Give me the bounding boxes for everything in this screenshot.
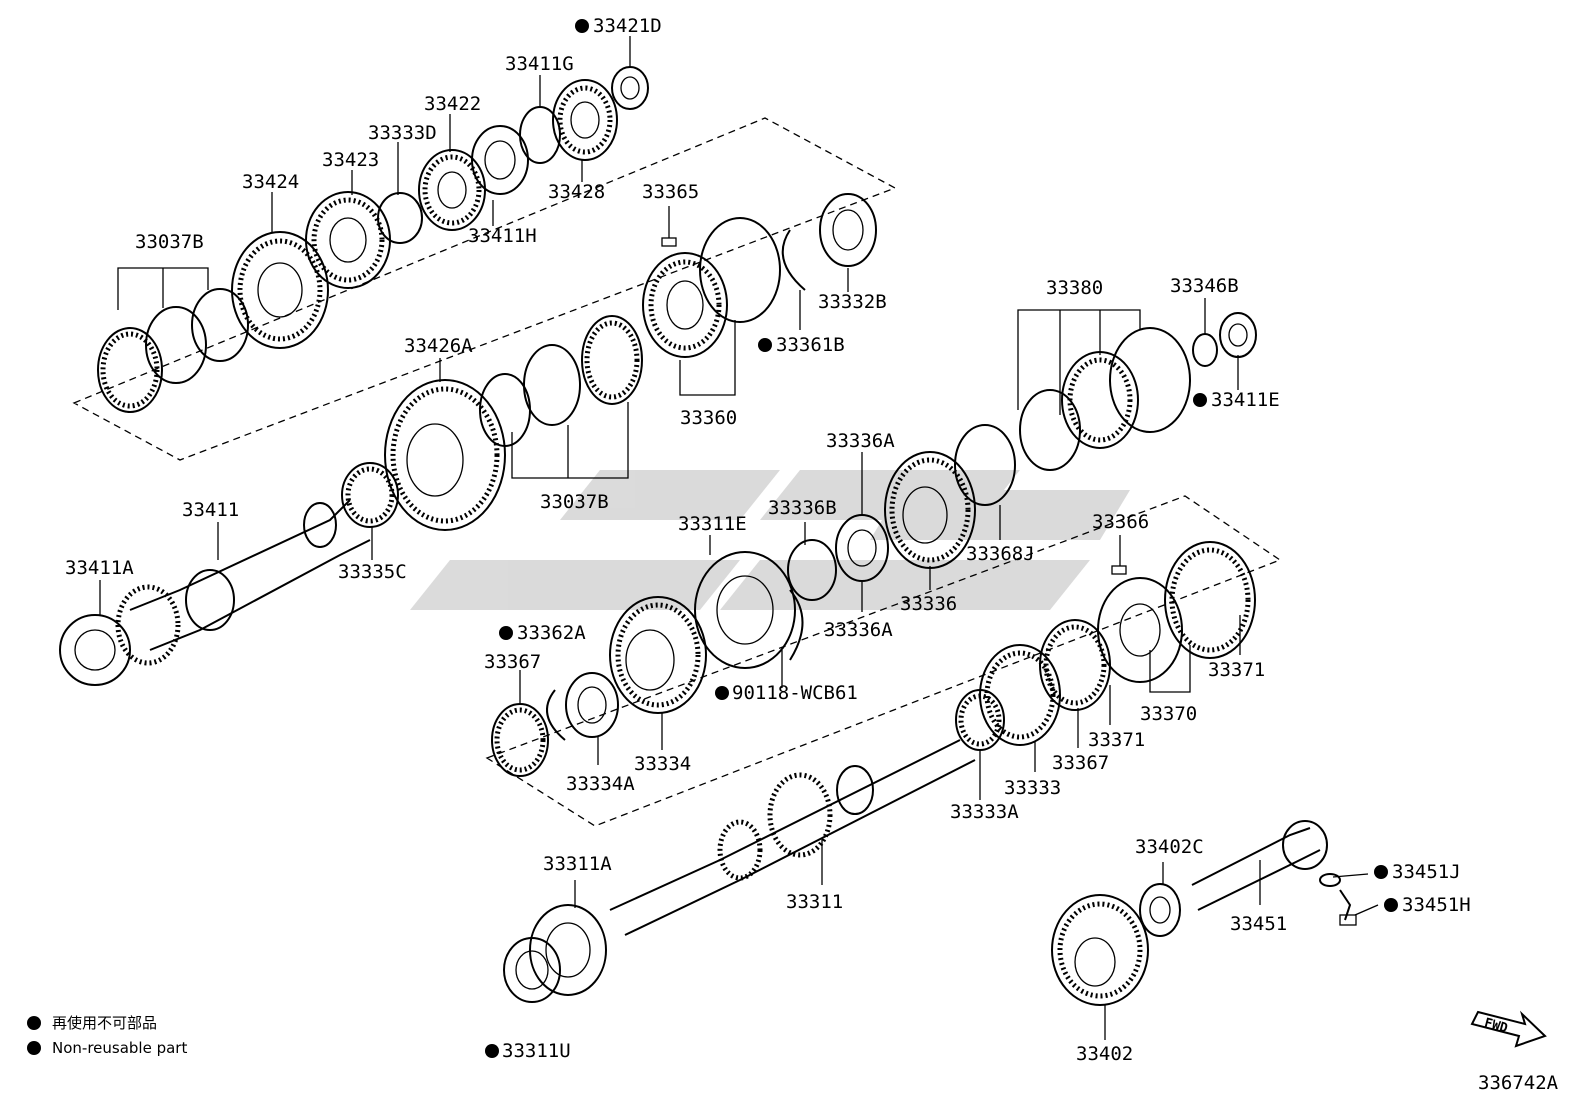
label-33311E: 33311E	[678, 513, 747, 535]
input-shaft-33411	[115, 499, 371, 666]
label-33333D: 33333D	[368, 122, 437, 144]
label-33371-mid: 33371	[1088, 729, 1145, 751]
reverse-idler-gear-33402	[1051, 894, 1149, 1006]
bearing-33411A	[59, 614, 131, 686]
label-33367-left: 33367	[484, 651, 541, 673]
label-33333: 33333	[1004, 777, 1061, 799]
needle-bearing-33334A	[565, 672, 619, 738]
bearing-33311E	[694, 551, 796, 669]
bearing-race-33311U	[503, 937, 561, 1003]
key-33365	[661, 237, 677, 247]
synchronizer-ring-33368J	[954, 424, 1016, 506]
label-33311A: 33311A	[543, 853, 612, 875]
bearing-33335C	[341, 462, 399, 528]
label-33402C: 33402C	[1135, 836, 1204, 858]
label-33370: 33370	[1140, 703, 1197, 725]
washer-33451J	[1319, 873, 1341, 887]
upper-assembly-outline	[72, 117, 897, 461]
leader-lines	[99, 36, 1379, 1040]
label-33428: 33428	[548, 181, 605, 203]
label-33402: 33402	[1076, 1043, 1133, 1065]
washer-33402C	[1139, 883, 1181, 937]
snap-ring-33362A	[546, 689, 566, 741]
legend-english: Non-reusable part	[52, 1039, 187, 1057]
synchronizer-ring-set-33037B-mid	[479, 315, 643, 447]
washer-33346B	[1192, 333, 1218, 367]
label-33333A: 33333A	[950, 801, 1019, 823]
snap-ring-90118-WCB61	[789, 589, 804, 661]
key-33366	[1111, 565, 1127, 575]
label-33334A: 33334A	[566, 773, 635, 795]
label-33336A-bottom: 33336A	[824, 619, 893, 641]
synchronizer-ring-33367-left	[491, 703, 549, 777]
bearing-33311A	[529, 904, 607, 996]
label-33380: 33380	[1046, 277, 1103, 299]
roller-bearing-33332B	[819, 193, 877, 267]
legend-japanese: 再使用不可部品	[52, 1014, 157, 1032]
part-labels: 33421D 33411G 33422 33333D 33423 33424 3…	[65, 15, 1471, 1065]
label-33335C: 33335C	[338, 561, 407, 583]
label-33423: 33423	[322, 149, 379, 171]
synchronizer-set-33380	[1019, 327, 1191, 471]
reference-code: 336742A	[1478, 1072, 1559, 1094]
label-33411H: 33411H	[468, 225, 537, 247]
label-33346B: 33346B	[1170, 275, 1239, 297]
nut-33421D	[611, 66, 649, 110]
label-90118-WCB61: 90118-WCB61	[732, 682, 858, 704]
label-33361B: 33361B	[776, 334, 845, 356]
label-33366: 33366	[1092, 511, 1149, 533]
label-33311: 33311	[786, 891, 843, 913]
snap-ring-33361B	[781, 229, 806, 291]
nut-33411E	[1219, 312, 1257, 358]
label-33371-right: 33371	[1208, 659, 1265, 681]
gear-33428	[552, 79, 618, 161]
gear-33426A	[384, 379, 506, 531]
snap-ring-33411G	[519, 106, 561, 164]
label-33451H: 33451H	[1402, 894, 1471, 916]
legend: 再使用不可部品 Non-reusable part	[27, 1014, 187, 1057]
clutch-sleeve-33371	[1164, 541, 1256, 659]
label-33426A: 33426A	[404, 335, 473, 357]
forward-arrow-icon: FWD	[1470, 1010, 1547, 1048]
label-33037B-top: 33037B	[135, 231, 204, 253]
label-33368J: 33368J	[966, 543, 1035, 565]
label-33411: 33411	[182, 499, 239, 521]
gear-33422	[418, 149, 486, 231]
gear-33334	[609, 596, 707, 714]
gear-33423	[305, 191, 391, 289]
label-33336: 33336	[900, 593, 957, 615]
label-33424: 33424	[242, 171, 299, 193]
label-33421D: 33421D	[593, 15, 662, 37]
label-33451: 33451	[1230, 913, 1287, 935]
output-shaft-33311	[609, 739, 976, 936]
bolt-33451H	[1339, 889, 1357, 926]
label-33037B-mid: 33037B	[540, 491, 609, 513]
label-33336B: 33336B	[768, 497, 837, 519]
label-33332B: 33332B	[818, 291, 887, 313]
label-33451J: 33451J	[1392, 861, 1461, 883]
label-33311U: 33311U	[502, 1040, 571, 1062]
clutch-hub-33360	[642, 217, 781, 358]
label-33411E: 33411E	[1211, 389, 1280, 411]
lower-assembly-outline	[485, 495, 1282, 827]
label-33362A: 33362A	[517, 622, 586, 644]
label-33411G: 33411G	[505, 53, 574, 75]
label-33367-mid: 33367	[1052, 752, 1109, 774]
label-33334: 33334	[634, 753, 691, 775]
bearing-33411H	[471, 125, 529, 195]
fwd-label: FWD	[1483, 1016, 1510, 1037]
label-33336A-top: 33336A	[826, 430, 895, 452]
synchronizer-ring-set-33037B-top	[97, 288, 249, 413]
watermark-logo	[410, 470, 1130, 610]
label-33411A: 33411A	[65, 557, 134, 579]
label-33360: 33360	[680, 407, 737, 429]
label-33422: 33422	[424, 93, 481, 115]
gear-33424	[231, 231, 329, 349]
idler-shaft-33451	[1191, 820, 1328, 911]
spacer-33336B	[787, 539, 837, 601]
label-33365: 33365	[642, 181, 699, 203]
